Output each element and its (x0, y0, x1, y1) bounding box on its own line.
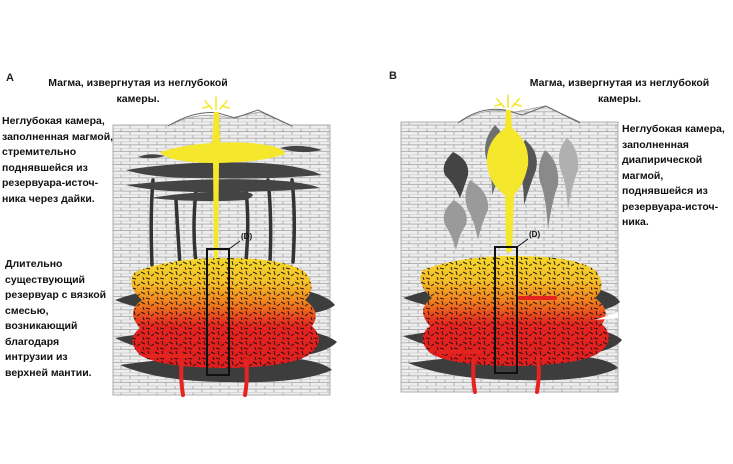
reservoir-label-a: Длительно существующий резервуар с вязко… (5, 258, 107, 379)
shallow-chamber-label-a: Неглубокая камера, заполненная магмой, с… (2, 115, 114, 205)
panel-b-letter: B (389, 70, 397, 82)
d-label-a: (D) (241, 232, 253, 241)
d-pointer-a (228, 240, 241, 250)
volcano-cone-b (457, 105, 581, 124)
d-label-b: (D) (529, 230, 541, 239)
shallow-magma-chamber-a (160, 142, 285, 163)
erupted-magma-label-a: Магма, извергнутая из неглубокой камеры. (48, 77, 228, 105)
sample-box-d-a (206, 248, 230, 376)
panel-a-letter: A (6, 72, 14, 84)
panel-b (400, 94, 622, 394)
reservoir-crystals-a (131, 258, 319, 368)
sample-box-d-b (494, 246, 518, 374)
eruption-sparks-a (202, 96, 230, 110)
eruption-sparks-b (494, 94, 522, 108)
d-pointer-b (516, 238, 529, 248)
volcano-cone-a (167, 109, 293, 127)
feeder-dike-a (213, 160, 219, 260)
mantle-feeders-b (436, 296, 557, 394)
reservoir-crack-b (595, 312, 618, 320)
shallow-magma-diapir-b (486, 110, 529, 252)
panel-a (112, 96, 337, 397)
erupted-magma-label-b: Магма, извергнутая из неглубокой камеры. (529, 77, 710, 105)
reservoir-crystals-b (420, 256, 609, 366)
magma-conduit-a (212, 112, 220, 143)
sills-a (126, 145, 322, 202)
mantle-feeders-a (146, 354, 249, 397)
shallow-chamber-label-b: Неглубокая камера, заполненная диапириче… (622, 123, 725, 228)
